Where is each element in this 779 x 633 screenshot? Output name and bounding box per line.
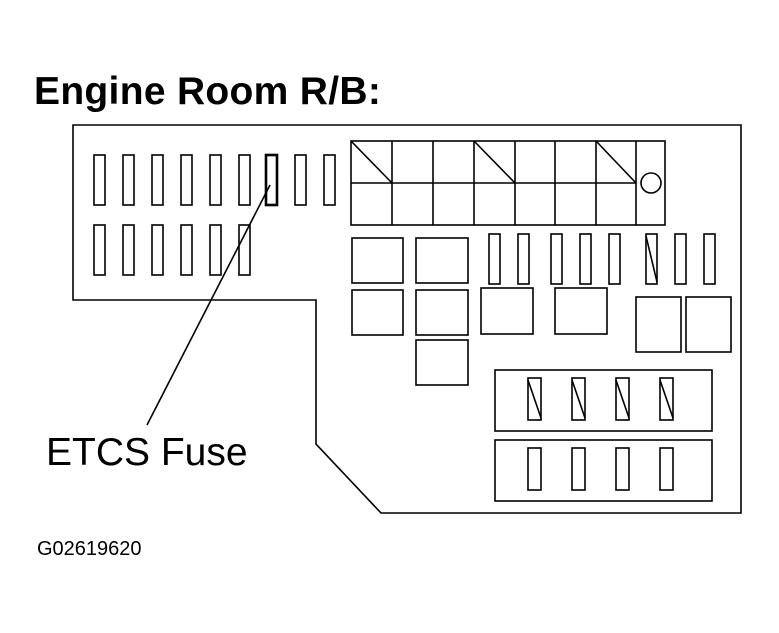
etcs-fuse-label: ETCS Fuse: [46, 431, 248, 474]
relay-blocks: [351, 237, 732, 386]
relay: [351, 289, 404, 336]
fuse-diagonal: [659, 379, 674, 419]
cell-diagonal: [473, 140, 516, 184]
cell-diagonal: [350, 140, 393, 184]
fuse: [151, 224, 164, 276]
relay: [415, 237, 469, 284]
fuse: [615, 377, 630, 421]
fuse: [151, 154, 164, 206]
relay: [480, 287, 534, 335]
fuse: [122, 224, 135, 276]
cell-diagonal: [595, 140, 637, 184]
callout-leader-line: [146, 184, 271, 426]
fuse: [238, 154, 251, 206]
fuse-diagonal: [645, 235, 658, 283]
fuse: [209, 154, 222, 206]
fuse: [674, 233, 687, 285]
fuse-row-second: [93, 224, 251, 276]
fuse: [659, 447, 674, 491]
fuse: [294, 154, 307, 206]
fuse: [238, 224, 251, 276]
fuse: [608, 233, 621, 285]
fuse-diagonal: [615, 379, 630, 419]
fuse: [122, 154, 135, 206]
relay: [554, 287, 608, 335]
fuse: [180, 224, 193, 276]
fuse: [579, 233, 592, 285]
relay: [351, 237, 404, 284]
fuse: [93, 224, 106, 276]
relay: [415, 339, 469, 386]
fuse-holder: [494, 439, 713, 502]
fuse: [323, 154, 336, 206]
fuse-holder-lower: [494, 439, 713, 502]
fuse: [517, 233, 530, 285]
fuse: [645, 233, 658, 285]
fuse: [93, 154, 106, 206]
fuse: [550, 233, 563, 285]
fuse: [527, 447, 542, 491]
fuse-holder-upper: [494, 369, 713, 432]
relay: [415, 289, 469, 336]
fuse: [571, 447, 586, 491]
diagram-title: Engine Room R/B:: [34, 70, 382, 113]
fuse: [571, 377, 586, 421]
fuse-row-top: [93, 153, 336, 207]
fuse-diagonal: [527, 379, 542, 419]
fuse-row-right: [488, 233, 716, 285]
figure-id: G02619620: [37, 538, 142, 560]
fuse-holder: [494, 369, 713, 432]
fuse: [615, 447, 630, 491]
relay: [685, 296, 732, 353]
connector-bolt: [640, 172, 662, 194]
fuse: [209, 224, 222, 276]
connector-grid: [350, 140, 666, 226]
fuse: [180, 154, 193, 206]
fuse: [703, 233, 716, 285]
fuse: [659, 377, 674, 421]
fuse: [527, 377, 542, 421]
etcs-fuse[interactable]: [264, 153, 279, 207]
fuse-diagonal: [571, 379, 586, 419]
relay-block-outline: [72, 124, 742, 514]
fuse: [488, 233, 501, 285]
relay: [635, 296, 682, 353]
